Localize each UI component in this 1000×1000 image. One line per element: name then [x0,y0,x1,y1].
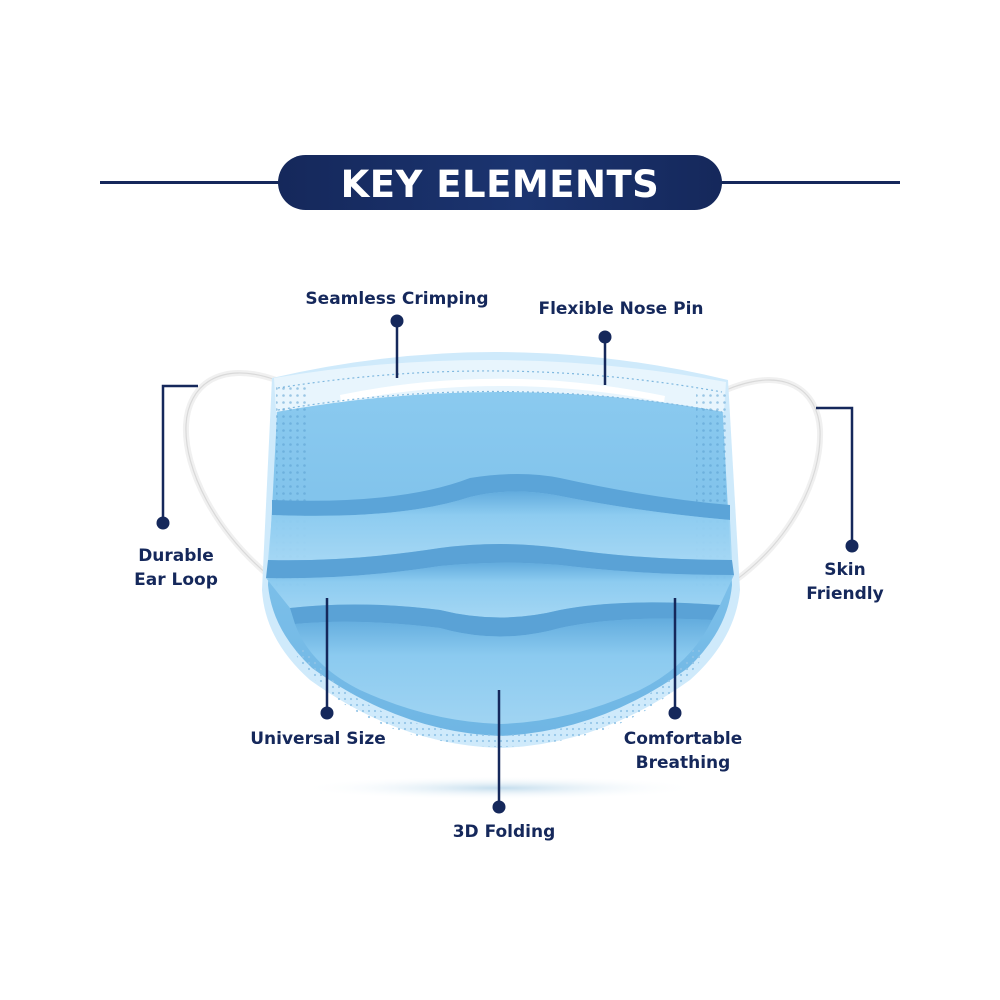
ear-loop-left [182,369,279,578]
label-seamless-crimping: Seamless Crimping [305,289,488,309]
callout-dots [156,314,859,814]
label-universal-size: Universal Size [250,729,386,749]
label-durable-ear-loop-line-2: Ear Loop [134,570,218,590]
dot-3d-folding [492,800,506,814]
connector-skin-friendly [816,406,854,545]
crimp-line-bottom [277,390,723,413]
dot-flexible-nose-pin [598,330,612,344]
page-title: KEY ELEMENTS [341,163,660,206]
label-flexible-nose-pin: Flexible Nose Pin [538,299,703,319]
ear-loop-right [723,377,824,583]
mask-body [262,351,740,748]
label-comfortable-breathing-line-2: Breathing [636,753,731,773]
callout-connectors [161,322,854,806]
label-3d-folding: 3D Folding [453,822,556,842]
ear-loop-right-edge [725,379,821,581]
label-durable-ear-loop-line-1: Durable [138,546,214,566]
pleat-3-fold [290,602,720,637]
crimp-line-top [277,370,723,393]
dot-comfortable-breathing [668,706,682,720]
pleat-1-fold [272,474,730,520]
ear-loop-left-edge [185,372,277,576]
nose-pin-strip [340,378,665,402]
callout-labels: Seamless Crimping Flexible Nose Pin Dura… [134,289,884,842]
connector-durable-ear-loop [161,384,198,522]
dot-durable-ear-loop [156,516,170,530]
label-skin-friendly-line-1: Skin [824,560,865,580]
label-skin-friendly-line-2: Friendly [806,584,883,604]
pleat-2-fold [266,544,734,579]
dot-seamless-crimping [390,314,404,328]
label-comfortable-breathing-line-1: Comfortable [624,729,742,749]
title-bar: KEY ELEMENTS [100,155,900,210]
pleat-3 [295,618,712,724]
dot-universal-size [320,706,334,720]
title-pill [278,155,722,210]
pleat-1 [268,491,732,561]
pleat-2 [266,562,734,618]
dot-skin-friendly [845,539,859,553]
